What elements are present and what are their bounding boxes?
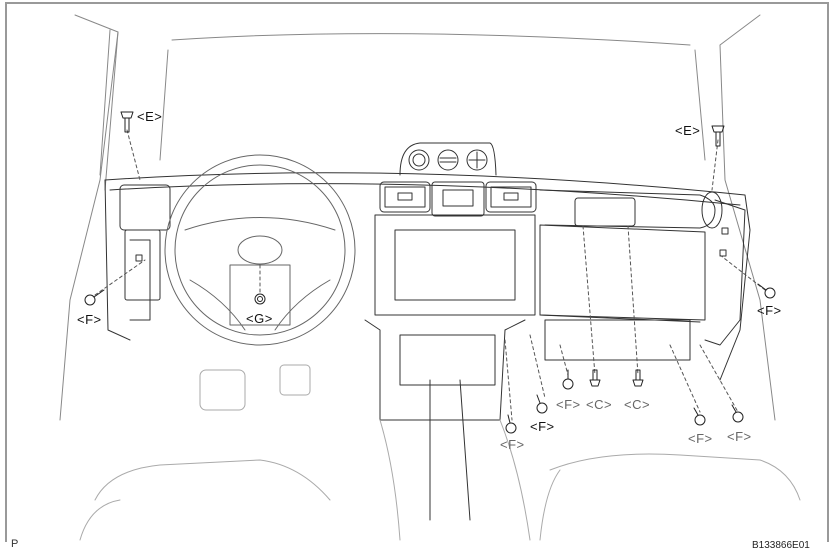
bolt-f-right [757, 283, 776, 299]
bolt-f-mid-2 [536, 394, 548, 414]
corner-mark: P [11, 538, 19, 550]
bolt-c-2 [632, 369, 644, 387]
diagram-frame [5, 2, 829, 542]
callout-e-right: <E> [675, 123, 701, 138]
cabin-outline [59, 14, 776, 421]
illustration-code: B133866E01 [752, 540, 810, 551]
fastener-guide-lines [94, 129, 766, 421]
seats-and-floor [79, 364, 801, 541]
bolt-e-left [120, 111, 134, 133]
callout-c-mid-1: <C> [586, 397, 613, 412]
callout-f-left: <F> [77, 312, 102, 327]
bolt-c-1 [589, 369, 601, 387]
dashboard [104, 142, 751, 521]
callout-f-low-2: <F> [688, 431, 713, 446]
callout-f-mid-1: <F> [556, 397, 581, 412]
bolt-e-right [711, 125, 725, 147]
callout-e-left: <E> [137, 109, 163, 124]
bolt-f-low-2 [693, 407, 706, 426]
bolts [84, 111, 776, 434]
bolt-f-left [84, 289, 105, 306]
bolt-f-low-1 [505, 414, 517, 434]
callout-f-mid-2: <F> [530, 419, 555, 434]
callout-c-mid-2: <C> [624, 397, 651, 412]
bolt-f-low-3 [731, 404, 744, 423]
nut-g [254, 293, 266, 305]
bolt-f-mid-1 [562, 369, 574, 390]
callout-f-right: <F> [757, 303, 782, 318]
callout-f-low-3: <F> [727, 429, 752, 444]
callout-f-low-1: <F> [500, 437, 525, 452]
callout-g-center: <G> [246, 311, 273, 326]
